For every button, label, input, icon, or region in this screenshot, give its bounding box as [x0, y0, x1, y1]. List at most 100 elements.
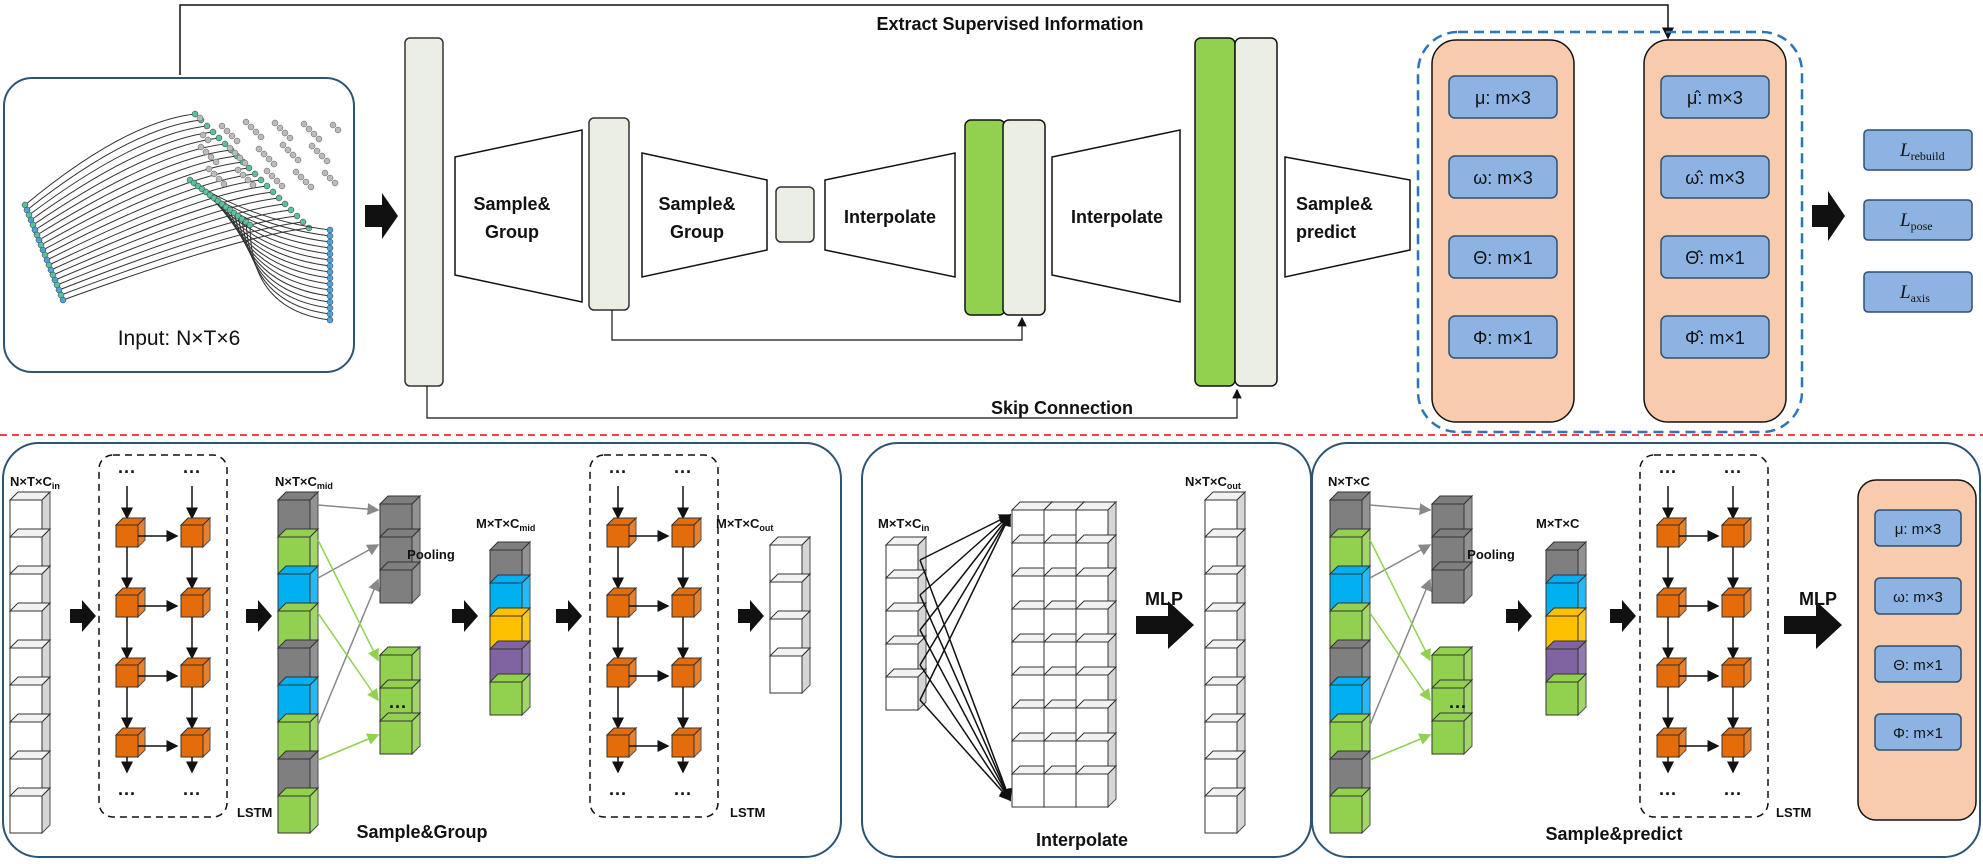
flow-arrow-icon [246, 600, 272, 632]
lstm-cell [605, 516, 638, 549]
sg-gray-group [378, 494, 422, 605]
lstm-cell [179, 726, 212, 759]
sg-mid-column-cell [276, 786, 320, 835]
lstm-cell [605, 726, 638, 759]
sp-green-group-cell [1430, 711, 1474, 756]
input-label: Input: N×T×6 [118, 327, 241, 350]
interp-output-column [1203, 490, 1247, 835]
sp-gray-group [1430, 494, 1474, 605]
sample-predict-panel [1311, 442, 1981, 858]
pred-param-text-3: Φ: m×1 [1473, 328, 1533, 348]
sp-line2: predict [1296, 222, 1356, 242]
sg-gray-group-cell [378, 560, 422, 605]
sg-lstm-grid-2: ············ [589, 454, 719, 818]
sg-lstm1-label: LSTM [237, 805, 272, 820]
interp-output-column-cell [1203, 786, 1247, 835]
sp-ellipsis: ··· [1449, 697, 1467, 717]
flow-arrow-icon [365, 193, 398, 239]
interp-grid-col-2-cell [1074, 764, 1118, 809]
svg-text:···: ··· [1659, 462, 1677, 482]
interp-input-column-cell [884, 667, 928, 712]
input-panel: Input: N×T×6 [3, 77, 355, 373]
pred-param-2: Θ: m×1 [1448, 235, 1558, 279]
svg-text:···: ··· [118, 462, 136, 482]
lstm-cell [1720, 726, 1753, 759]
gt-param-text-1: ω̂: m×3 [1685, 168, 1745, 188]
sg-in-label: N×T×Cin [10, 474, 60, 491]
sg-mid-sub: mid [317, 481, 333, 491]
pred-param-text-2: Θ: m×1 [1473, 248, 1533, 268]
gt-param-0: μ̂: m×3 [1660, 75, 1770, 119]
svg-text:···: ··· [183, 462, 201, 482]
params-dashed-frame [1416, 30, 1804, 434]
lstm-cell [1720, 586, 1753, 619]
flow-arrow-icon [556, 600, 582, 632]
lstm-cell [1655, 516, 1688, 549]
svg-text:···: ··· [1659, 784, 1677, 804]
lstm-cell [670, 656, 703, 689]
sg-output-column-cell [768, 646, 812, 695]
flow-arrow-icon [1610, 600, 1636, 632]
svg-text:···: ··· [1724, 784, 1742, 804]
svg-text:···: ··· [1724, 462, 1742, 482]
layer-2 [588, 117, 630, 311]
sg1-line2: Group [485, 222, 539, 242]
sp-params-panel: μ: m×3ω: m×3Θ: m×1Φ: m×1 [1857, 479, 1977, 821]
skip-label: Skip Connection [991, 398, 1133, 418]
layer-1 [404, 37, 444, 387]
lstm-cell [605, 586, 638, 619]
lstm-cell [114, 586, 147, 619]
interpolate-block-1 [824, 152, 956, 278]
sg-mid-column [276, 490, 320, 835]
sg-pooled-column [488, 540, 532, 717]
flow-arrow-icon [452, 600, 478, 632]
sp-mlp-label: MLP [1799, 589, 1837, 609]
lstm-cell [114, 656, 147, 689]
mlp-arrow-icon [1136, 601, 1194, 649]
pred-param-3: Φ: m×1 [1448, 315, 1558, 359]
sp-param-text-0: μ: m×3 [1895, 521, 1942, 538]
params-group: μ: m×3ω: m×3Θ: m×1Φ: m×1 μ̂: m×3ω̂: m×3Θ… [1416, 30, 1804, 434]
svg-text:Sample&Group: Sample&Group [473, 194, 550, 242]
sg-lstm2-label: LSTM [730, 805, 765, 820]
svg-text:···: ··· [609, 784, 627, 804]
sp-pooling-label: Pooling [1467, 547, 1515, 562]
sp-poolout-label: M×T×C [1536, 516, 1580, 531]
sp-pooled-column [1544, 540, 1588, 717]
interp-input-column [884, 535, 928, 712]
lstm-cell [179, 586, 212, 619]
gt-param-3: Φ̂: m×1 [1660, 315, 1770, 359]
sg-pooling-label: Pooling [407, 547, 455, 562]
point-cloud-image [21, 110, 342, 324]
gt-param-1: ω̂: m×3 [1660, 155, 1770, 199]
lstm-cell [670, 726, 703, 759]
sg-green-group-cell [378, 711, 422, 756]
sp-param-text-3: Φ: m×1 [1893, 725, 1943, 742]
lstm-cell [1655, 656, 1688, 689]
svg-text:Sample&predict: Sample&predict [1296, 194, 1373, 242]
interp-in-label: M×T×Cin [878, 516, 929, 533]
pred-param-1: ω: m×3 [1448, 155, 1558, 199]
lstm-cell [1720, 516, 1753, 549]
flow-arrow-icon [738, 600, 764, 632]
svg-text:···: ··· [183, 784, 201, 804]
sp-lstm-grid: ··· ··· ··· ··· [1639, 454, 1769, 818]
layer-5-green [1194, 37, 1236, 387]
svg-text:···: ··· [118, 784, 136, 804]
interpolate-block-2 [1051, 129, 1181, 303]
pred-param-text-1: ω: m×3 [1473, 168, 1533, 188]
sp-input-column-cell [1328, 675, 1372, 724]
interp-grid-col-2 [1074, 500, 1118, 809]
layer-5-gray [1234, 37, 1278, 387]
gt-param-2: Θ̂: m×1 [1660, 235, 1770, 279]
network-layers: Sample&Group Sample&Group Interpolate In… [404, 37, 1411, 387]
layer-3 [775, 186, 815, 243]
sample-group-block-1 [454, 129, 583, 303]
sp-green-group [1430, 645, 1474, 756]
bottom-labels: Sample&Group Interpolate Sample&predict … [10, 474, 1837, 850]
svg-text:···: ··· [674, 784, 692, 804]
lstm-cell [1655, 726, 1688, 759]
interp-in-sub: in [921, 523, 929, 533]
